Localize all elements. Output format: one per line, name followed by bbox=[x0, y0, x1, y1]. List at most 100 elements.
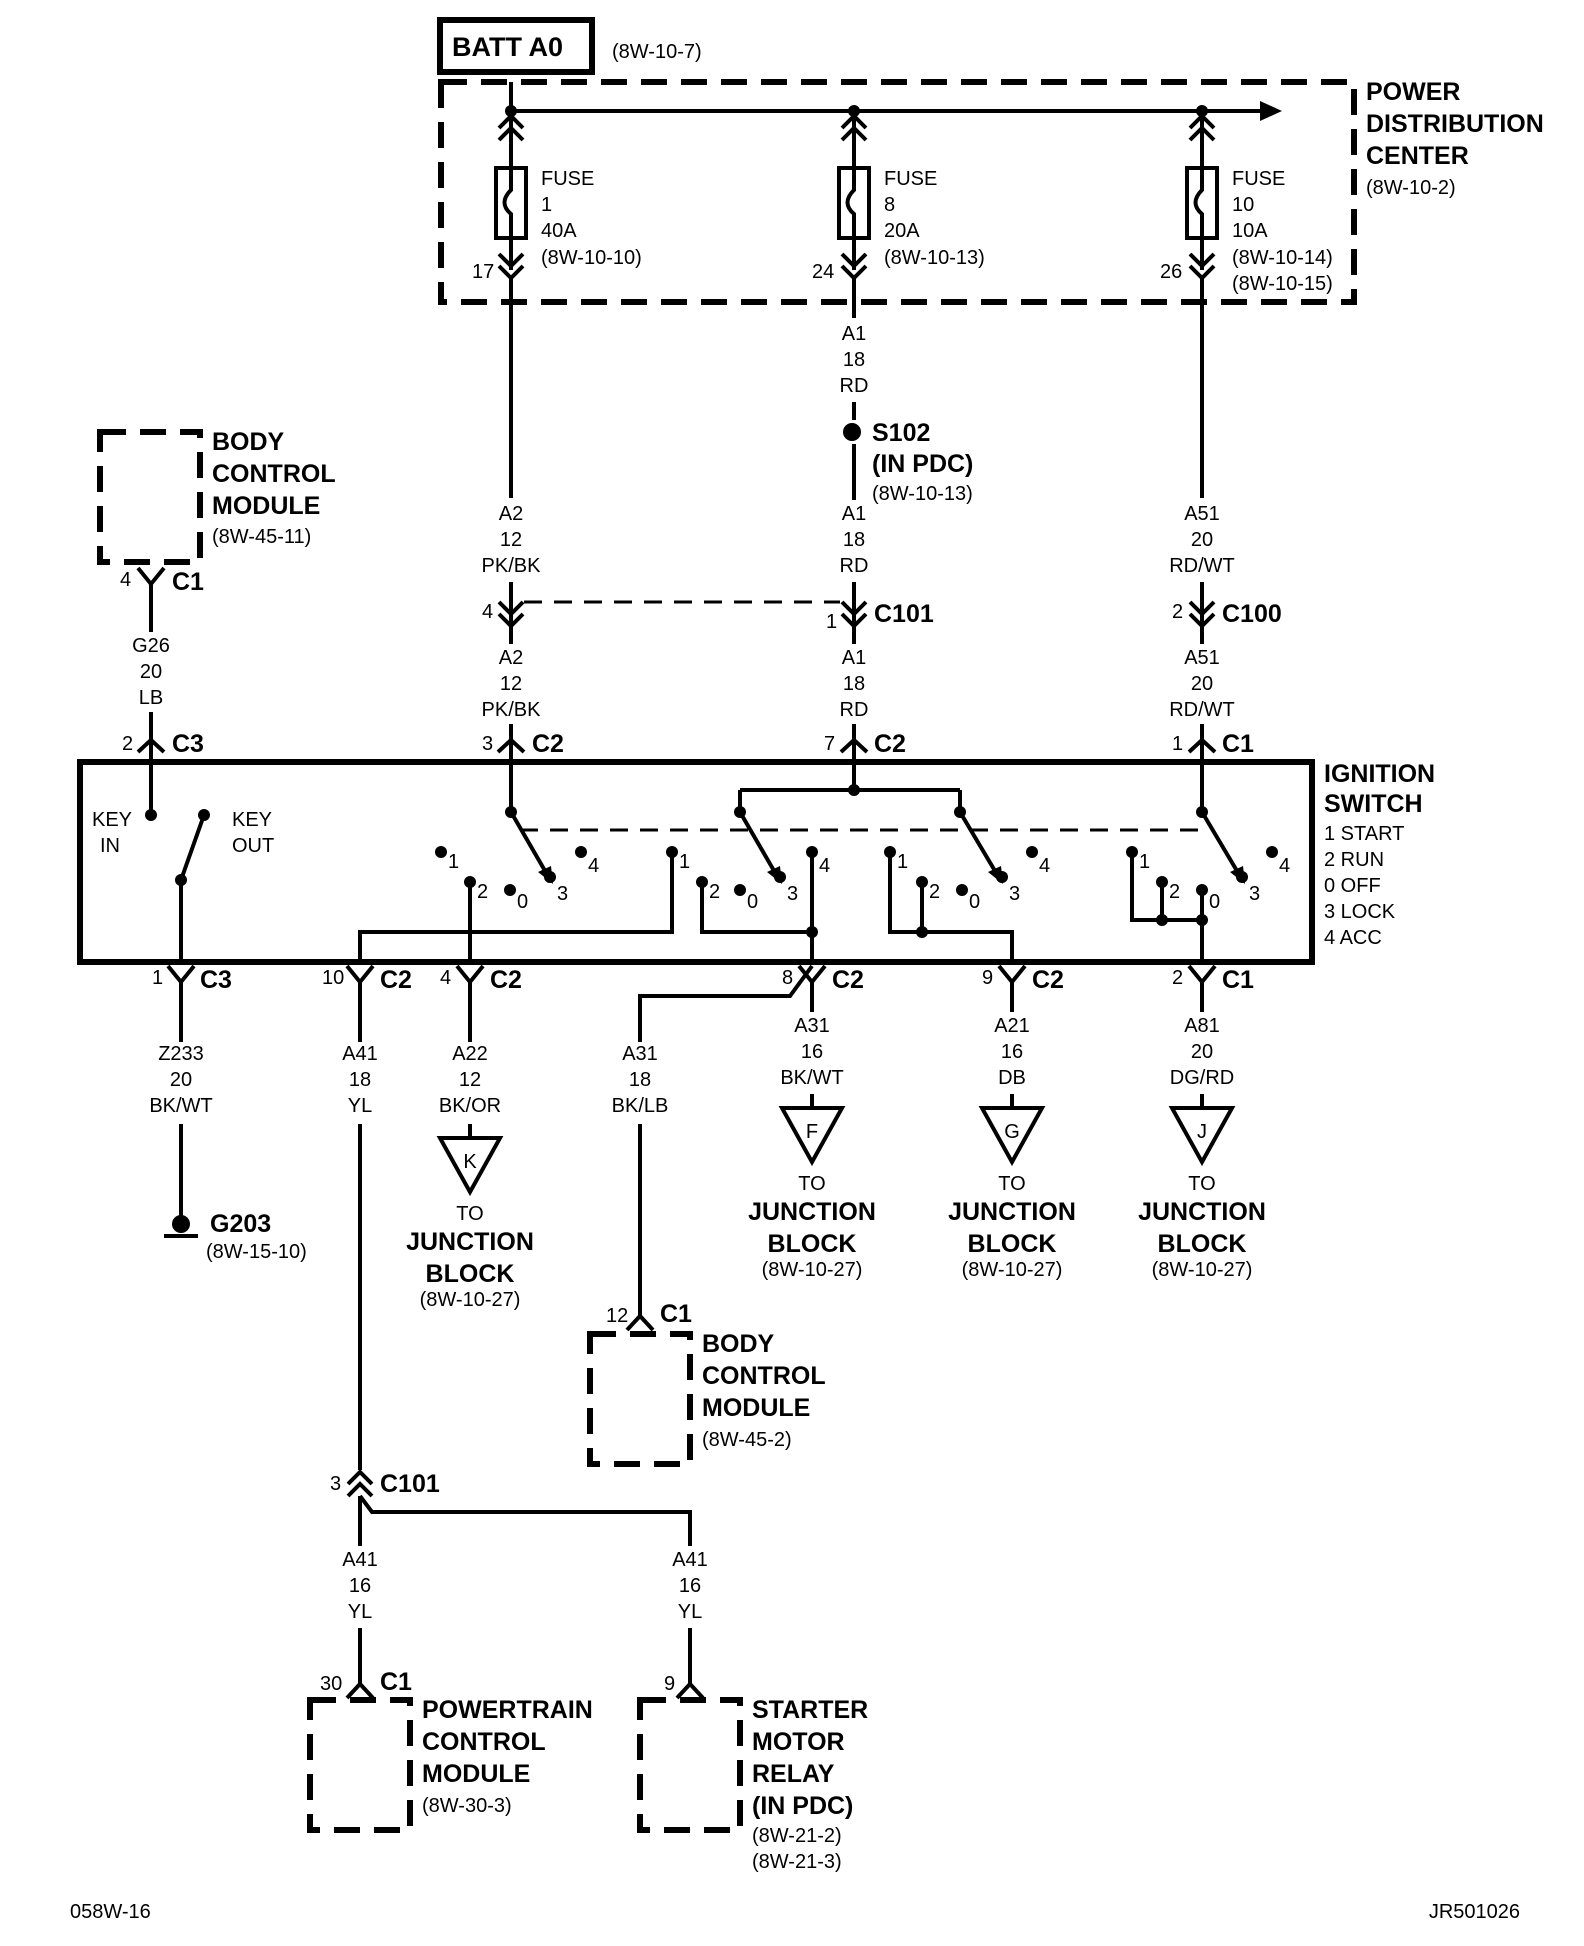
ref-f-junction-block: F TO JUNCTION BLOCK (8W-10-27) bbox=[748, 1106, 876, 1281]
svg-text:C2: C2 bbox=[1032, 966, 1064, 994]
wire-a41-pcm: A41 16 YL 30 C1 bbox=[320, 1549, 412, 1700]
ref-j-junction-block: J TO JUNCTION BLOCK (8W-10-27) bbox=[1138, 1106, 1266, 1281]
svg-text:C1: C1 bbox=[1222, 730, 1254, 758]
svg-text:16: 16 bbox=[349, 1575, 371, 1597]
svg-text:A2: A2 bbox=[499, 503, 523, 525]
svg-text:4: 4 bbox=[1279, 855, 1290, 877]
svg-text:CONTROL: CONTROL bbox=[422, 1728, 546, 1756]
svg-text:SWITCH: SWITCH bbox=[1324, 790, 1423, 818]
svg-text:TO: TO bbox=[798, 1173, 825, 1195]
svg-text:4: 4 bbox=[1039, 855, 1050, 877]
wire-a41-smr: A41 16 YL 9 bbox=[664, 1549, 708, 1700]
svg-text:DG/RD: DG/RD bbox=[1170, 1067, 1234, 1089]
connector-c2-a41: 10 C2 bbox=[322, 964, 412, 994]
svg-text:C101: C101 bbox=[380, 1470, 440, 1498]
svg-text:RD: RD bbox=[840, 699, 869, 721]
wire-z233: Z233 20 BK/WT bbox=[149, 982, 213, 1222]
svg-text:JUNCTION: JUNCTION bbox=[748, 1198, 876, 1226]
svg-text:2 RUN: 2 RUN bbox=[1324, 849, 1384, 871]
svg-text:12: 12 bbox=[500, 529, 522, 551]
svg-text:0: 0 bbox=[969, 891, 980, 913]
ref-k-junction-block: K TO JUNCTION BLOCK (8W-10-27) bbox=[406, 1136, 534, 1311]
svg-text:G26: G26 bbox=[132, 635, 170, 657]
svg-text:A81: A81 bbox=[1184, 1015, 1220, 1037]
ground-g203: G203 (8W-15-10) bbox=[164, 1210, 307, 1263]
footer-right-code: JR501026 bbox=[1429, 1901, 1520, 1923]
svg-text:BLOCK: BLOCK bbox=[968, 1230, 1057, 1258]
footer-left-code: 058W-16 bbox=[70, 1901, 151, 1923]
svg-text:(8W-10-13): (8W-10-13) bbox=[872, 483, 973, 505]
svg-text:JUNCTION: JUNCTION bbox=[406, 1228, 534, 1256]
wire-a1: A1 18 RD 1 C101 A1 18 RD 7 C2 bbox=[824, 503, 934, 762]
svg-text:CONTROL: CONTROL bbox=[702, 1362, 826, 1390]
connector-c2-a22: 4 C2 bbox=[440, 964, 522, 994]
svg-text:A1: A1 bbox=[842, 647, 866, 669]
svg-text:C2: C2 bbox=[532, 730, 564, 758]
svg-text:BODY: BODY bbox=[702, 1330, 775, 1358]
svg-text:(8W-30-3): (8W-30-3) bbox=[422, 1795, 512, 1817]
svg-text:KEY: KEY bbox=[92, 809, 132, 831]
svg-text:3 LOCK: 3 LOCK bbox=[1324, 901, 1396, 923]
svg-text:24: 24 bbox=[812, 261, 834, 283]
svg-text:(8W-15-10): (8W-15-10) bbox=[206, 1241, 307, 1263]
wire-a81: A81 20 DG/RD bbox=[1170, 982, 1234, 1108]
svg-text:16: 16 bbox=[801, 1041, 823, 1063]
connector-c1-a81: 2 C1 bbox=[1172, 964, 1254, 994]
svg-text:1: 1 bbox=[1172, 733, 1183, 755]
svg-text:4: 4 bbox=[120, 569, 131, 591]
svg-text:(8W-21-3): (8W-21-3) bbox=[752, 1851, 842, 1873]
svg-text:3: 3 bbox=[330, 1473, 341, 1495]
svg-text:(8W-10-10): (8W-10-10) bbox=[541, 247, 642, 269]
connector-c3-bottom: 1 C3 bbox=[152, 964, 232, 994]
svg-text:26: 26 bbox=[1160, 261, 1182, 283]
svg-text:FUSE: FUSE bbox=[1232, 168, 1285, 190]
svg-text:RD: RD bbox=[840, 555, 869, 577]
svg-text:(8W-10-2): (8W-10-2) bbox=[1366, 177, 1456, 199]
svg-text:0: 0 bbox=[747, 891, 758, 913]
svg-text:IN: IN bbox=[100, 835, 120, 857]
svg-text:(8W-10-14): (8W-10-14) bbox=[1232, 247, 1333, 269]
svg-text:POWER: POWER bbox=[1366, 78, 1460, 106]
svg-text:PK/BK: PK/BK bbox=[482, 699, 542, 721]
svg-text:1 START: 1 START bbox=[1324, 823, 1404, 845]
svg-text:RELAY: RELAY bbox=[752, 1760, 835, 1788]
svg-text:3: 3 bbox=[482, 733, 493, 755]
fuse-8: FUSE 8 20A (8W-10-13) 24 bbox=[812, 111, 985, 283]
svg-text:TO: TO bbox=[456, 1203, 483, 1225]
svg-text:2: 2 bbox=[709, 881, 720, 903]
connector-c2-a21: 9 C2 bbox=[982, 964, 1064, 994]
wire-a51: A51 20 RD/WT 2 C100 A51 20 RD/WT 1 C1 bbox=[1169, 278, 1282, 762]
svg-text:16: 16 bbox=[679, 1575, 701, 1597]
svg-text:C1: C1 bbox=[172, 568, 204, 596]
svg-text:4: 4 bbox=[819, 855, 830, 877]
svg-text:FUSE: FUSE bbox=[541, 168, 594, 190]
svg-text:TO: TO bbox=[1188, 1173, 1215, 1195]
svg-text:LB: LB bbox=[139, 687, 163, 709]
svg-text:JUNCTION: JUNCTION bbox=[1138, 1198, 1266, 1226]
wire-a1-top: A1 18 RD bbox=[840, 278, 868, 420]
body-control-module-bottom: BODY CONTROL MODULE (8W-45-2) bbox=[587, 1330, 826, 1467]
svg-text:C2: C2 bbox=[832, 966, 864, 994]
svg-text:MODULE: MODULE bbox=[702, 1394, 810, 1422]
svg-text:MODULE: MODULE bbox=[212, 492, 320, 520]
pdc-bus bbox=[505, 82, 1282, 121]
wire-a41: A41 18 YL 3 C101 bbox=[330, 982, 692, 1546]
svg-text:(8W-10-27): (8W-10-27) bbox=[1152, 1259, 1253, 1281]
svg-text:1: 1 bbox=[679, 851, 690, 873]
power-distribution-center: POWER DISTRIBUTION CENTER (8W-10-2) bbox=[438, 78, 1544, 305]
svg-text:0: 0 bbox=[517, 891, 528, 913]
svg-text:A22: A22 bbox=[452, 1043, 488, 1065]
svg-text:KEY: KEY bbox=[232, 809, 272, 831]
svg-text:1: 1 bbox=[826, 611, 837, 633]
svg-text:C3: C3 bbox=[200, 966, 232, 994]
svg-text:3: 3 bbox=[557, 883, 568, 905]
svg-text:1: 1 bbox=[152, 967, 163, 989]
svg-text:1: 1 bbox=[541, 194, 552, 216]
svg-text:A1: A1 bbox=[842, 323, 866, 345]
svg-text:A51: A51 bbox=[1184, 503, 1220, 525]
wire-g26: G26 20 LB 2 C3 bbox=[122, 635, 204, 762]
svg-text:(8W-10-7): (8W-10-7) bbox=[612, 41, 702, 63]
svg-text:4: 4 bbox=[440, 967, 451, 989]
svg-text:7: 7 bbox=[824, 733, 835, 755]
svg-text:G: G bbox=[1004, 1121, 1020, 1143]
